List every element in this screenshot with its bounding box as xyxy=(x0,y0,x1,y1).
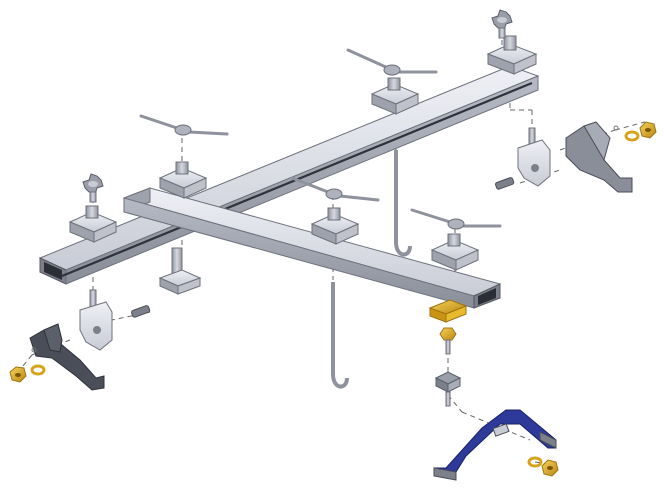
clamp-plate-icon xyxy=(370,77,420,115)
nut-icon xyxy=(639,121,657,139)
washer-icon xyxy=(30,364,46,376)
star-knobs xyxy=(82,9,513,203)
nut-icon xyxy=(439,327,457,355)
base-foot-icon xyxy=(433,409,557,481)
threaded-stud xyxy=(434,371,462,407)
wing-screw-icon xyxy=(410,208,502,230)
wing-screws xyxy=(139,48,502,230)
washer-icon xyxy=(613,125,619,131)
clamp-plates xyxy=(68,35,538,271)
washer-icon xyxy=(31,347,37,353)
base-foot-icon xyxy=(565,121,633,193)
nut-icon xyxy=(541,459,559,477)
wing-screw-icon xyxy=(139,114,229,136)
mounting-bracket-icon xyxy=(79,301,113,351)
eye-hook-icon xyxy=(394,150,412,257)
brass-clamp-icon xyxy=(428,299,468,323)
main-rail-profile xyxy=(44,262,62,280)
right-bracket-assembly xyxy=(495,121,657,193)
clamp-plate-icon xyxy=(310,207,360,245)
left-bracket-assembly xyxy=(9,289,151,391)
washer-icon xyxy=(527,456,543,468)
wing-screw-icon xyxy=(290,176,380,202)
set-screw-icon xyxy=(495,177,515,190)
set-screw-icon xyxy=(131,305,151,318)
clamp-plate-icon xyxy=(430,233,480,271)
clamp-plate-icon xyxy=(68,205,118,243)
mounting-bracket-icon xyxy=(517,139,551,187)
hook-rods xyxy=(331,150,412,389)
front-foot-assembly xyxy=(428,299,559,481)
wing-screw-icon xyxy=(346,48,438,76)
star-knob-icon xyxy=(491,9,513,39)
washer-icon xyxy=(624,130,640,142)
leader-line xyxy=(111,311,151,321)
cross-rail xyxy=(122,187,502,309)
cross-rail-profile xyxy=(478,288,496,305)
hanger-post-icon xyxy=(158,247,202,295)
star-knob-icon xyxy=(82,173,104,203)
clamp-plate-icon xyxy=(158,161,208,199)
nut-icon xyxy=(9,366,27,383)
base-foot-icon xyxy=(29,323,105,391)
clamp-plate-icon xyxy=(486,35,538,75)
eye-hook-icon xyxy=(331,282,349,389)
